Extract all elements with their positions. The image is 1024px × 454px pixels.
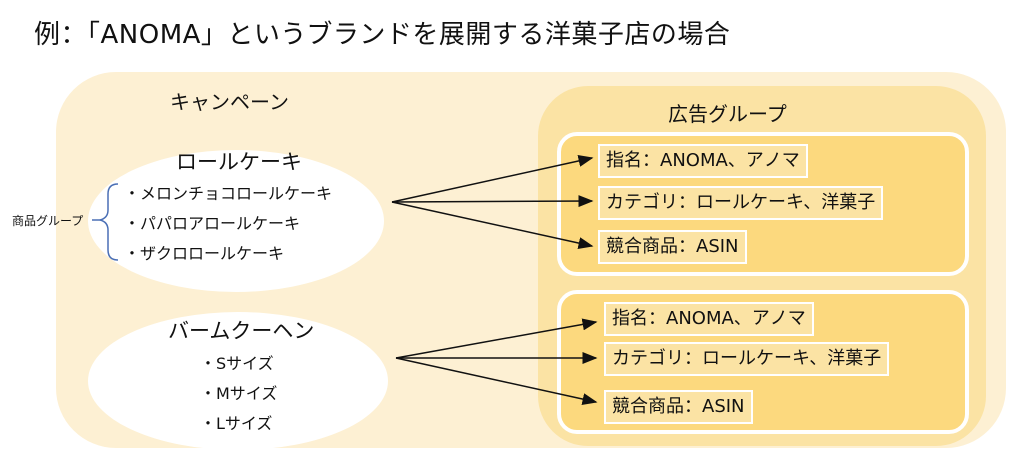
arrow-2-3 [395,357,598,405]
product-group-ellipse-1 [88,150,384,292]
product-item-1-2: ・パパロアロールケーキ [124,214,301,233]
arrow-1-1 [391,155,594,203]
keyword-box-2-2: カテゴリ：ロールケーキ、洋菓子 [604,342,890,376]
product-group-side-label: 商品グループ [12,214,84,228]
ad-group-label: 広告グループ [668,102,787,126]
keyword-box-2-1: 指名：ANOMA、アノマ [604,302,814,336]
page-title: 例：「ANOMA」というブランドを展開する洋菓子店の場合 [34,20,731,50]
product-group-ellipse-2 [88,312,388,450]
bracket-icon [99,183,119,261]
keyword-box-1-1: 指名：ANOMA、アノマ [598,144,808,178]
arrow-2-1 [395,318,598,359]
product-item-2-2: ・Mサイズ [200,384,278,403]
keyword-box-1-2: カテゴリ：ロールケーキ、洋菓子 [598,186,884,220]
product-item-1-3: ・ザクロロールケーキ [124,244,285,263]
arrow-1-2 [391,195,594,208]
campaign-label: キャンペーン [170,90,289,114]
keyword-box-1-3: 競合商品：ASIN [598,230,747,264]
product-item-1-1: ・メロンチョコロールケーキ [124,184,333,203]
product-title-2: バームクーヘン [168,319,315,343]
product-item-2-3: ・Lサイズ [200,414,273,433]
keyword-box-2-3: 競合商品：ASIN [604,390,753,424]
arrow-1-3 [391,201,594,249]
product-title-1: ロールケーキ [176,150,302,174]
product-item-2-1: ・Sサイズ [200,354,274,373]
